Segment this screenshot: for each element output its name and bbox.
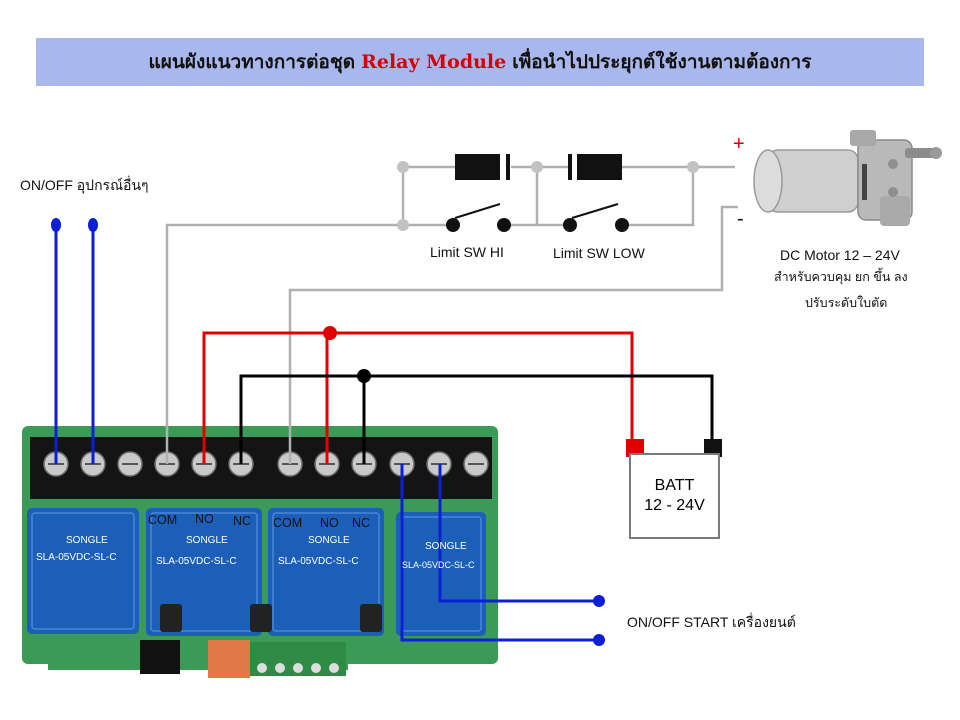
battery-positive-terminal <box>626 439 644 457</box>
battery-voltage-label: 12 - 24V <box>644 497 705 514</box>
title-highlight: Relay Module <box>361 51 507 73</box>
blue-wires <box>54 226 598 642</box>
limit-sw-hi-label: Limit SW HI <box>430 244 504 260</box>
relay2-brand: SONGLE <box>186 535 228 546</box>
motor-title-label: DC Motor 12 – 24V <box>780 247 900 263</box>
terminal-screws <box>43 451 489 477</box>
red-wires <box>202 331 634 464</box>
relay4-model: SLA-05VDC-SL-C <box>402 560 475 570</box>
limit-switch-hi <box>446 203 511 232</box>
title-banner: แผนผังแนวทางการต่อชุด Relay Module เพื่อ… <box>36 38 924 86</box>
battery-box: BATT 12 - 24V <box>629 453 720 539</box>
relay4-brand: SONGLE <box>425 541 467 552</box>
motor-minus-sign: - <box>737 208 744 230</box>
relay1-nc-label: NC <box>233 514 252 528</box>
onoff-start-engine-label: ON/OFF START เครื่องยนต์ <box>627 614 796 630</box>
relay2-nc-label: NC <box>352 516 371 530</box>
battery-negative-terminal <box>704 439 722 457</box>
limit-switch-low <box>563 203 629 232</box>
motor-plus-sign: + <box>733 133 745 155</box>
motor-desc-line1: สำหรับควบคุม ยก ขึ้น ลง <box>774 270 908 284</box>
relay-1 <box>27 508 139 634</box>
relay2-no-label: NO <box>320 516 339 530</box>
black-wires <box>239 374 714 464</box>
blue-terminals <box>51 218 605 646</box>
title-text-after: เพื่อนำไปประยุกต์ใช้งานตามต้องการ <box>512 51 812 73</box>
black-junction <box>357 369 371 383</box>
relay-3 <box>268 508 384 636</box>
relay3-brand: SONGLE <box>308 535 350 546</box>
onoff-other-devices-label: ON/OFF อุปกรณ์อื่นๆ <box>20 177 149 193</box>
gray-junction-dots <box>397 161 699 231</box>
relay1-brand: SONGLE <box>66 535 108 546</box>
relay1-com-label: COM <box>148 513 178 527</box>
battery-label: BATT <box>654 477 695 494</box>
relay1-no-label: NO <box>195 512 214 526</box>
motor-desc-line2: ปรับระดับใบตัด <box>805 296 888 310</box>
relay2-com-label: COM <box>273 516 303 530</box>
relay3-model: SLA-05VDC-SL-C <box>278 556 359 567</box>
red-junction <box>323 326 337 340</box>
limit-sw-low-label: Limit SW LOW <box>553 245 645 261</box>
title-text-before: แผนผังแนวทางการต่อชุด <box>148 51 356 73</box>
relay2-model: SLA-05VDC-SL-C <box>156 556 237 567</box>
diode-icon-2 <box>568 154 622 180</box>
relay-module-icon <box>22 426 498 678</box>
dc-motor-icon <box>753 130 942 226</box>
board-connectors <box>140 604 382 678</box>
relay1-model: SLA-05VDC-SL-C <box>36 552 117 563</box>
diode-icon <box>455 154 510 180</box>
gray-wires <box>165 165 738 464</box>
